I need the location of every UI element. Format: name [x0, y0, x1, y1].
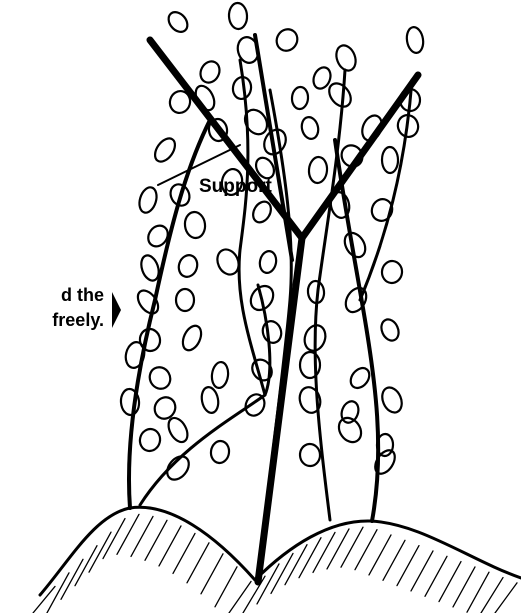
- leaf: [179, 323, 204, 353]
- leaf: [197, 58, 223, 86]
- hatch-line: [159, 526, 181, 566]
- leaf: [210, 361, 229, 389]
- leaf: [273, 25, 302, 54]
- leaves: [120, 3, 425, 484]
- leaf: [300, 115, 321, 140]
- hatch-line: [103, 519, 125, 559]
- hatch-line: [187, 543, 209, 583]
- leaf: [334, 414, 365, 447]
- hatch-line: [425, 556, 447, 596]
- leaf: [210, 440, 231, 464]
- leaf: [248, 356, 275, 384]
- leaf: [192, 83, 218, 113]
- soil-hatching: [33, 514, 517, 613]
- leaf: [200, 386, 221, 415]
- hatch-line: [453, 567, 475, 607]
- leaf: [371, 447, 399, 478]
- vine-left-branch: [140, 285, 270, 505]
- leaf: [146, 363, 174, 392]
- leaf: [299, 443, 320, 466]
- leaf: [378, 317, 402, 344]
- leaf: [183, 211, 206, 239]
- hatch-line: [481, 578, 503, 613]
- leaf: [163, 452, 193, 484]
- hatch-line: [327, 529, 349, 569]
- hatch-line: [383, 540, 405, 580]
- leaf: [300, 352, 320, 378]
- hatch-line: [439, 562, 461, 602]
- leaf: [347, 364, 373, 391]
- leaf: [151, 135, 179, 165]
- leaf: [165, 415, 192, 445]
- hatch-line: [229, 581, 251, 613]
- leaf: [258, 250, 278, 275]
- leaf: [337, 141, 366, 171]
- right-triangle-pointer-icon: [112, 292, 121, 328]
- leaf: [382, 147, 398, 173]
- leaf: [260, 319, 284, 345]
- leaf: [138, 327, 162, 353]
- leaf: [137, 185, 160, 215]
- hatch-line: [201, 554, 223, 594]
- leaf: [308, 156, 328, 183]
- support-pole-back: [255, 35, 292, 260]
- leaf: [138, 427, 163, 453]
- leaf: [176, 289, 194, 311]
- leaf: [333, 43, 359, 74]
- leaf: [381, 260, 403, 284]
- hatch-line: [313, 532, 335, 572]
- hatch-line: [299, 538, 321, 578]
- leaf: [341, 229, 370, 261]
- vine-right: [335, 140, 378, 521]
- leaf: [325, 79, 355, 111]
- support-label: Support: [199, 176, 272, 198]
- hatch-line: [495, 583, 517, 613]
- hatch-line: [75, 546, 97, 586]
- hatch-line: [411, 551, 433, 591]
- leaf: [405, 26, 425, 54]
- hatch-line: [215, 567, 237, 607]
- caption-line-2: freely.: [0, 308, 104, 333]
- caption-text: d the freely.: [0, 283, 104, 333]
- hatch-line: [397, 546, 419, 586]
- leaf: [291, 86, 308, 109]
- caption-line-1: d the: [0, 283, 104, 308]
- soil-mounds: [33, 507, 521, 613]
- vine-right-top: [360, 80, 412, 300]
- leaf: [176, 253, 200, 279]
- leaf: [379, 385, 406, 416]
- leaf: [228, 3, 247, 30]
- hatch-line: [369, 535, 391, 575]
- vine-left: [129, 120, 210, 508]
- hatch-line: [89, 532, 111, 572]
- leaf: [165, 8, 191, 35]
- hatch-line: [173, 533, 195, 573]
